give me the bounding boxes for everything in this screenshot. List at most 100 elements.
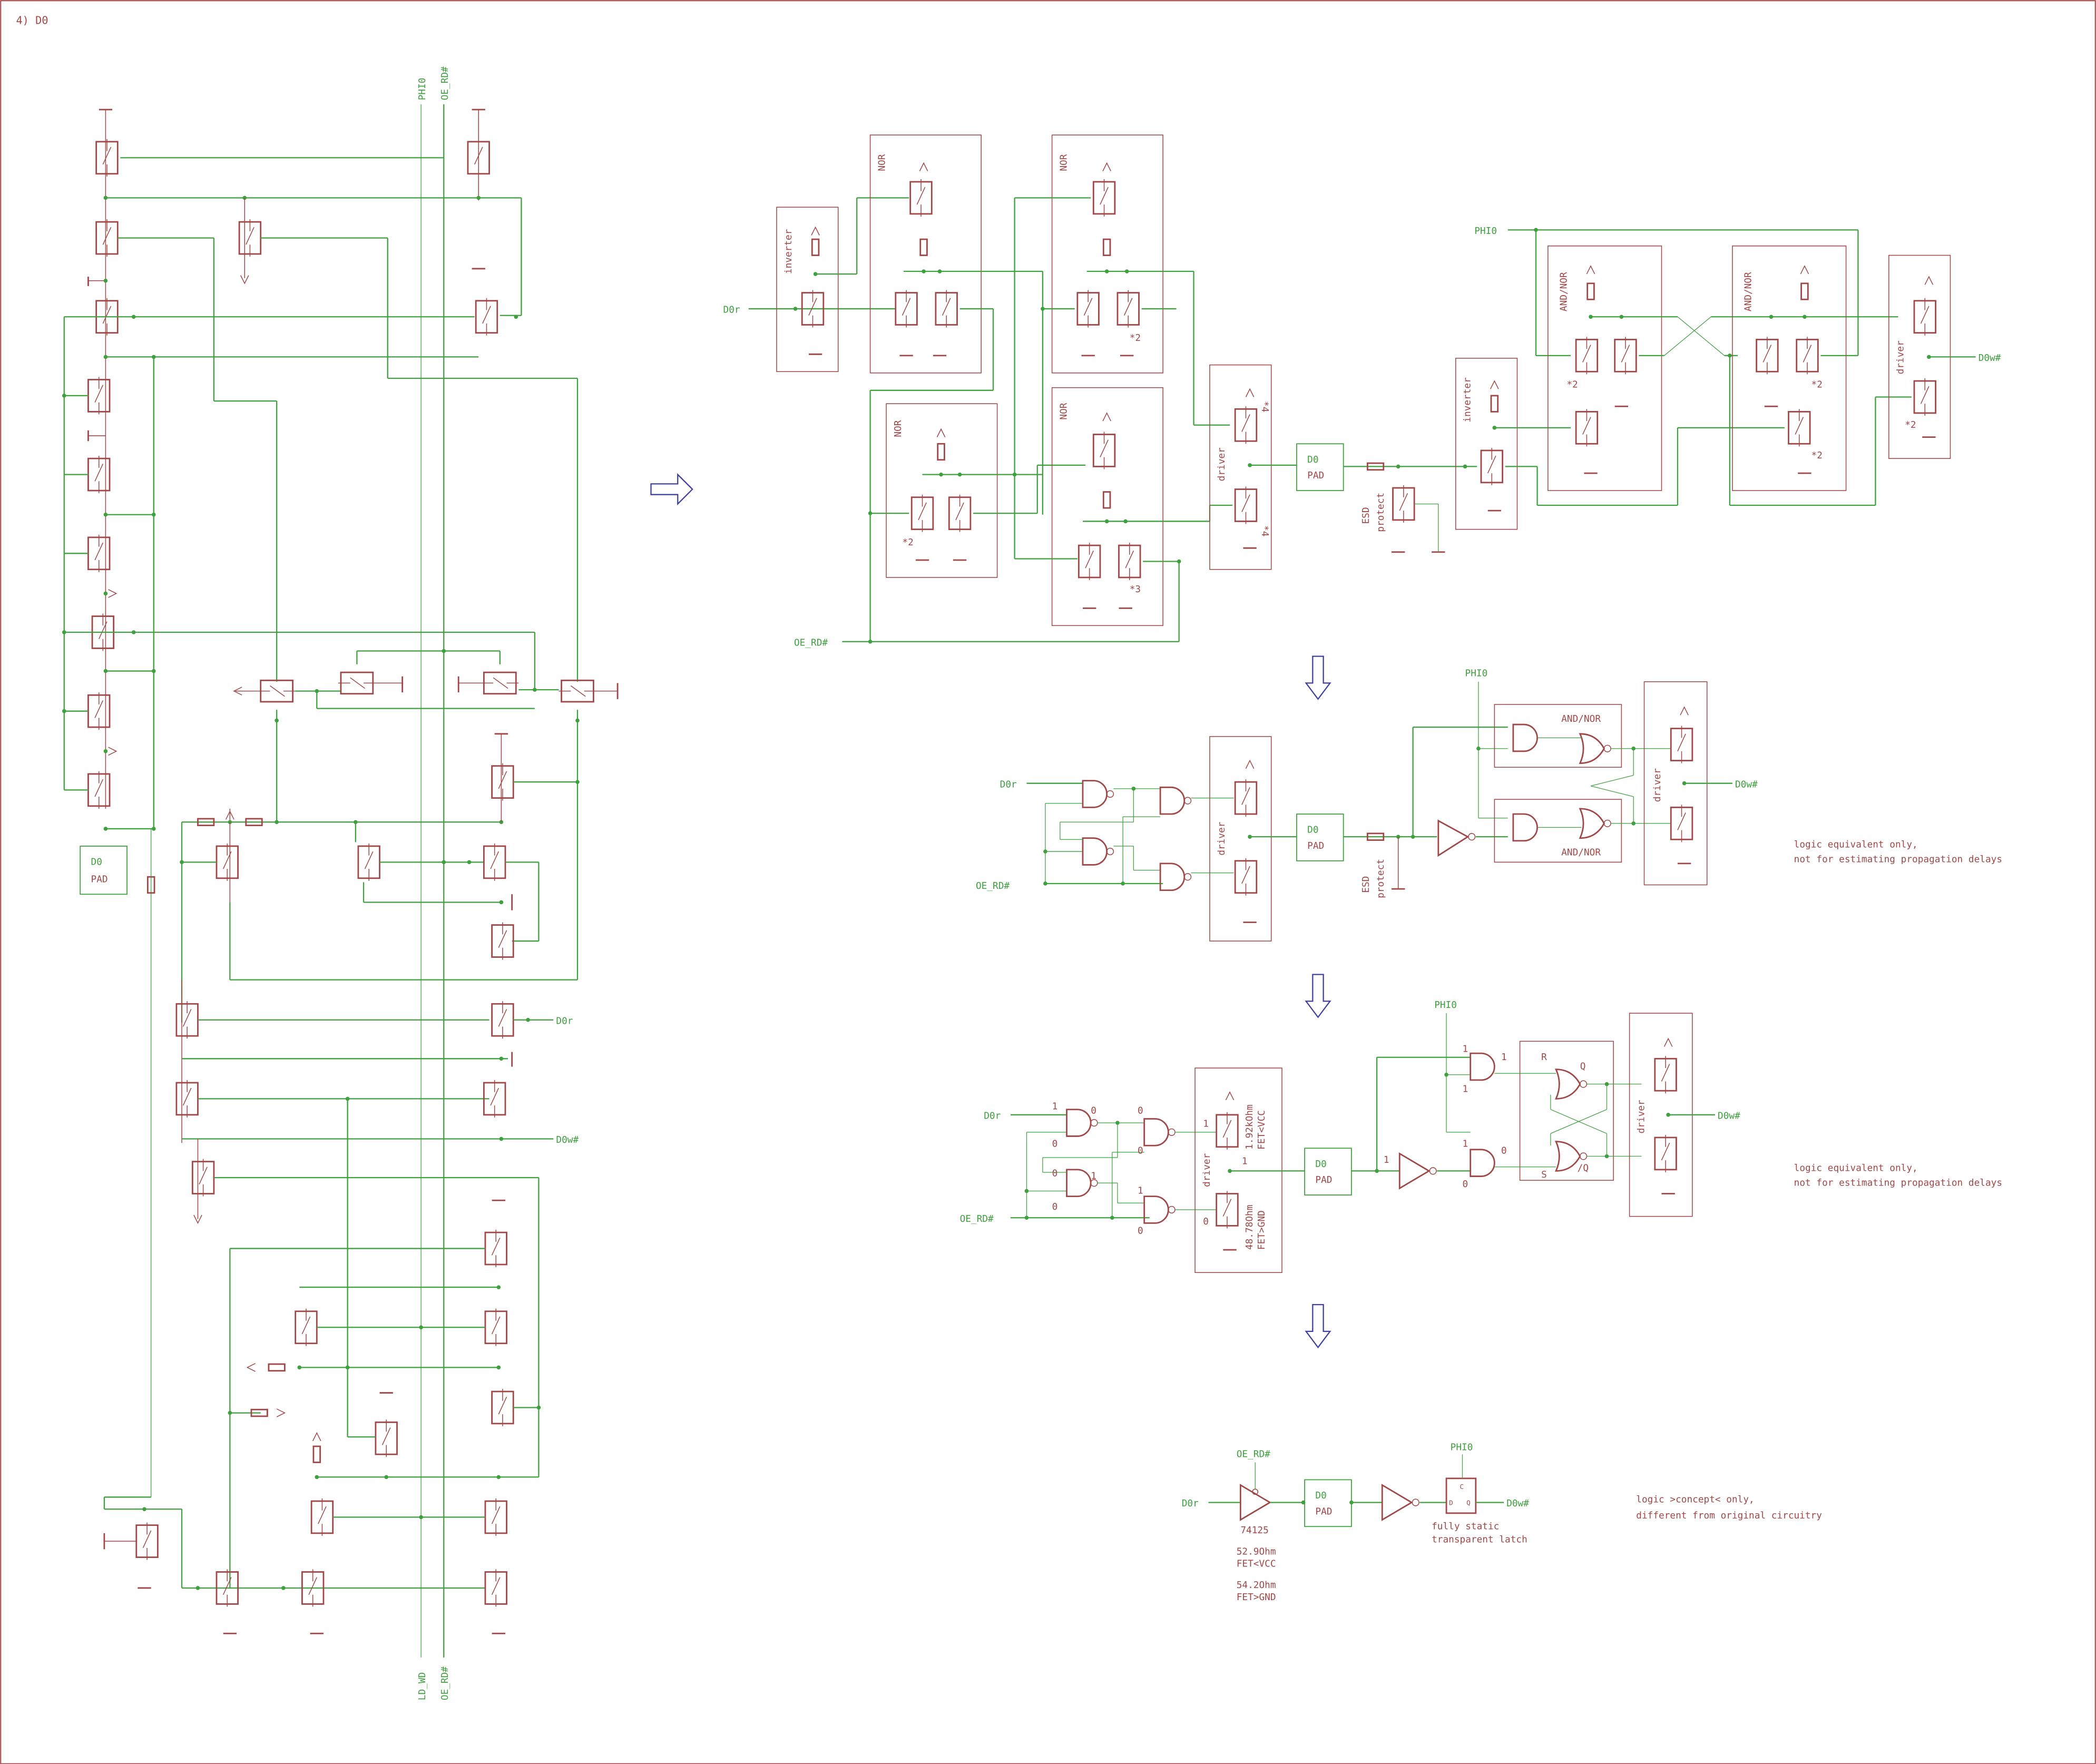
- bus-label-phi0: PHI0: [417, 78, 428, 101]
- gl-driver1-label: driver: [1217, 821, 1227, 855]
- fb-nor1-label: NOR: [877, 154, 887, 171]
- gl-esd-label: ESD: [1361, 876, 1372, 893]
- fb-mult: *2: [1811, 450, 1823, 461]
- left-output-d0w: D0w#: [556, 1135, 579, 1145]
- fb-protect-label: protect: [1376, 493, 1386, 532]
- logic-state-schematic: D0r OE_RD# 1 0 0 0 1 0 0 0 1 0 driver 1 …: [960, 1000, 2002, 1273]
- cc-fet-vcc-value: 52.9Ohm: [1237, 1547, 1276, 1557]
- bus-label-oe-rd-top: OE_RD#: [440, 66, 450, 100]
- ls-level: 0: [1138, 1145, 1143, 1156]
- ls-fet-vcc-value: 1.92kOhm: [1245, 1104, 1255, 1150]
- gl-input-d0r: D0r: [1000, 779, 1017, 790]
- ls-level: 0: [1052, 1169, 1058, 1179]
- fb-driver2-label: driver: [1896, 340, 1906, 374]
- gl-note-line2: not for estimating propagation delays: [1794, 854, 2002, 865]
- fb-nor4-label: NOR: [1059, 403, 1070, 419]
- fb-mult: *2: [902, 537, 913, 548]
- fb-esd-label: ESD: [1361, 507, 1372, 524]
- ls-note-line1: logic equivalent only,: [1794, 1163, 1918, 1173]
- ls-level: 0: [1203, 1217, 1209, 1227]
- fb-input-d0r: D0r: [723, 305, 740, 316]
- left-pad-sub: PAD: [91, 874, 108, 885]
- sheet-title: 4) D0: [16, 14, 48, 27]
- cc-input-phi0: PHI0: [1451, 1443, 1473, 1453]
- cc-fet-gnd-label: FET>GND: [1237, 1592, 1276, 1603]
- ls-level: 1: [1091, 1171, 1096, 1182]
- fb-nor2-label: NOR: [1059, 154, 1070, 171]
- ls-fet-vcc-label: FET<VCC: [1257, 1110, 1267, 1150]
- ls-input-d0r: D0r: [984, 1111, 1001, 1121]
- cc-note-line1: logic >concept< only,: [1636, 1495, 1754, 1505]
- fb-input-phi0: PHI0: [1474, 226, 1497, 237]
- ls-input-phi0: PHI0: [1434, 1000, 1457, 1011]
- cc-fet-vcc-label: FET<VCC: [1237, 1559, 1276, 1569]
- ls-level: 1: [1501, 1052, 1507, 1063]
- ls-pad-name: D0: [1315, 1159, 1326, 1170]
- ls-latch-q: Q: [1580, 1062, 1586, 1072]
- fb-mult: *3: [1130, 584, 1141, 595]
- cc-latch-c: C: [1460, 1483, 1464, 1491]
- ls-output-d0w: D0w#: [1718, 1111, 1740, 1121]
- transform-arrow-right: [650, 473, 693, 506]
- ls-fet-gnd-value: 48.78Ohm: [1245, 1205, 1255, 1250]
- ls-level: 0: [1052, 1139, 1058, 1150]
- fb-pad-sub: PAD: [1307, 471, 1324, 481]
- fb-mult: *2: [1811, 380, 1823, 390]
- gl-note-line1: logic equivalent only,: [1794, 839, 1918, 850]
- fb-andnor1-label: AND/NOR: [1559, 272, 1569, 311]
- fb-mult: *2: [1905, 420, 1916, 430]
- fb-pad-name: D0: [1307, 455, 1318, 465]
- ls-pad-sub: PAD: [1315, 1175, 1332, 1185]
- cc-latch-label1: fully static: [1432, 1521, 1499, 1532]
- ls-level: 1: [1462, 1084, 1468, 1095]
- fb-mult: *4: [1259, 401, 1270, 412]
- ls-level: 1: [1242, 1157, 1248, 1167]
- left-output-d0r: D0r: [556, 1016, 573, 1026]
- fb-andnor2-label: AND/NOR: [1743, 272, 1754, 311]
- ls-level: 0: [1138, 1226, 1143, 1237]
- cc-buffer-part: 74125: [1240, 1525, 1268, 1536]
- ls-level: 1: [1384, 1155, 1389, 1165]
- fb-inverter2-label: inverter: [1463, 377, 1473, 423]
- gl-input-phi0: PHI0: [1465, 669, 1488, 679]
- gl-input-oe-rd: OE_RD#: [976, 881, 1010, 891]
- gl-andnor2-label: AND/NOR: [1561, 848, 1601, 858]
- gl-output-d0w: D0w#: [1735, 779, 1758, 790]
- cc-note-line2: different from original circuitry: [1636, 1511, 1822, 1521]
- fb-inverter-label: inverter: [783, 229, 794, 274]
- ls-input-oe-rd: OE_RD#: [960, 1214, 994, 1224]
- cc-latch-q: Q: [1466, 1499, 1471, 1507]
- gl-pad-name: D0: [1307, 825, 1318, 836]
- fb-driver1-label: driver: [1217, 447, 1227, 481]
- ls-level: 1: [1462, 1044, 1468, 1055]
- fb-mult: *4: [1259, 525, 1270, 536]
- ls-level: 1: [1462, 1139, 1468, 1150]
- cc-pad-name: D0: [1315, 1491, 1326, 1501]
- cc-latch-label2: transparent latch: [1432, 1535, 1527, 1545]
- ls-level: 0: [1138, 1105, 1143, 1116]
- gl-protect-label: protect: [1376, 859, 1386, 898]
- ls-driver1-label: driver: [1202, 1153, 1212, 1187]
- ls-fet-gnd-label: FET>GND: [1257, 1210, 1267, 1250]
- fb-input-oe-rd: OE_RD#: [794, 638, 828, 648]
- ls-driver2-label: driver: [1637, 1100, 1647, 1133]
- left-pad-box: [80, 846, 128, 895]
- ls-latch-nq: /Q: [1578, 1163, 1589, 1173]
- cc-fet-gnd-value: 54.2Ohm: [1237, 1580, 1276, 1591]
- ls-level: 0: [1501, 1145, 1507, 1156]
- cc-latch-d: D: [1449, 1499, 1453, 1507]
- gl-andnor1-label: AND/NOR: [1561, 714, 1601, 724]
- gl-driver2-label: driver: [1652, 768, 1663, 802]
- transform-arrow-down-1: [1305, 655, 1331, 700]
- gate-level-schematic: D0r OE_RD# driver D0 PAD ESD protect PHI…: [976, 669, 2002, 942]
- ls-level: 0: [1462, 1179, 1468, 1190]
- transform-arrow-down-3: [1305, 1304, 1331, 1349]
- ls-level: 1: [1052, 1102, 1058, 1112]
- ls-latch-s: S: [1541, 1170, 1547, 1180]
- concept-schematic: D0r OE_RD# 74125 52.9Ohm FET<VCC 54.2Ohm…: [1182, 1443, 1822, 1603]
- ls-level: 1: [1138, 1186, 1143, 1197]
- fb-output-d0w: D0w#: [1979, 353, 2001, 364]
- fb-nor3-label: NOR: [893, 420, 904, 437]
